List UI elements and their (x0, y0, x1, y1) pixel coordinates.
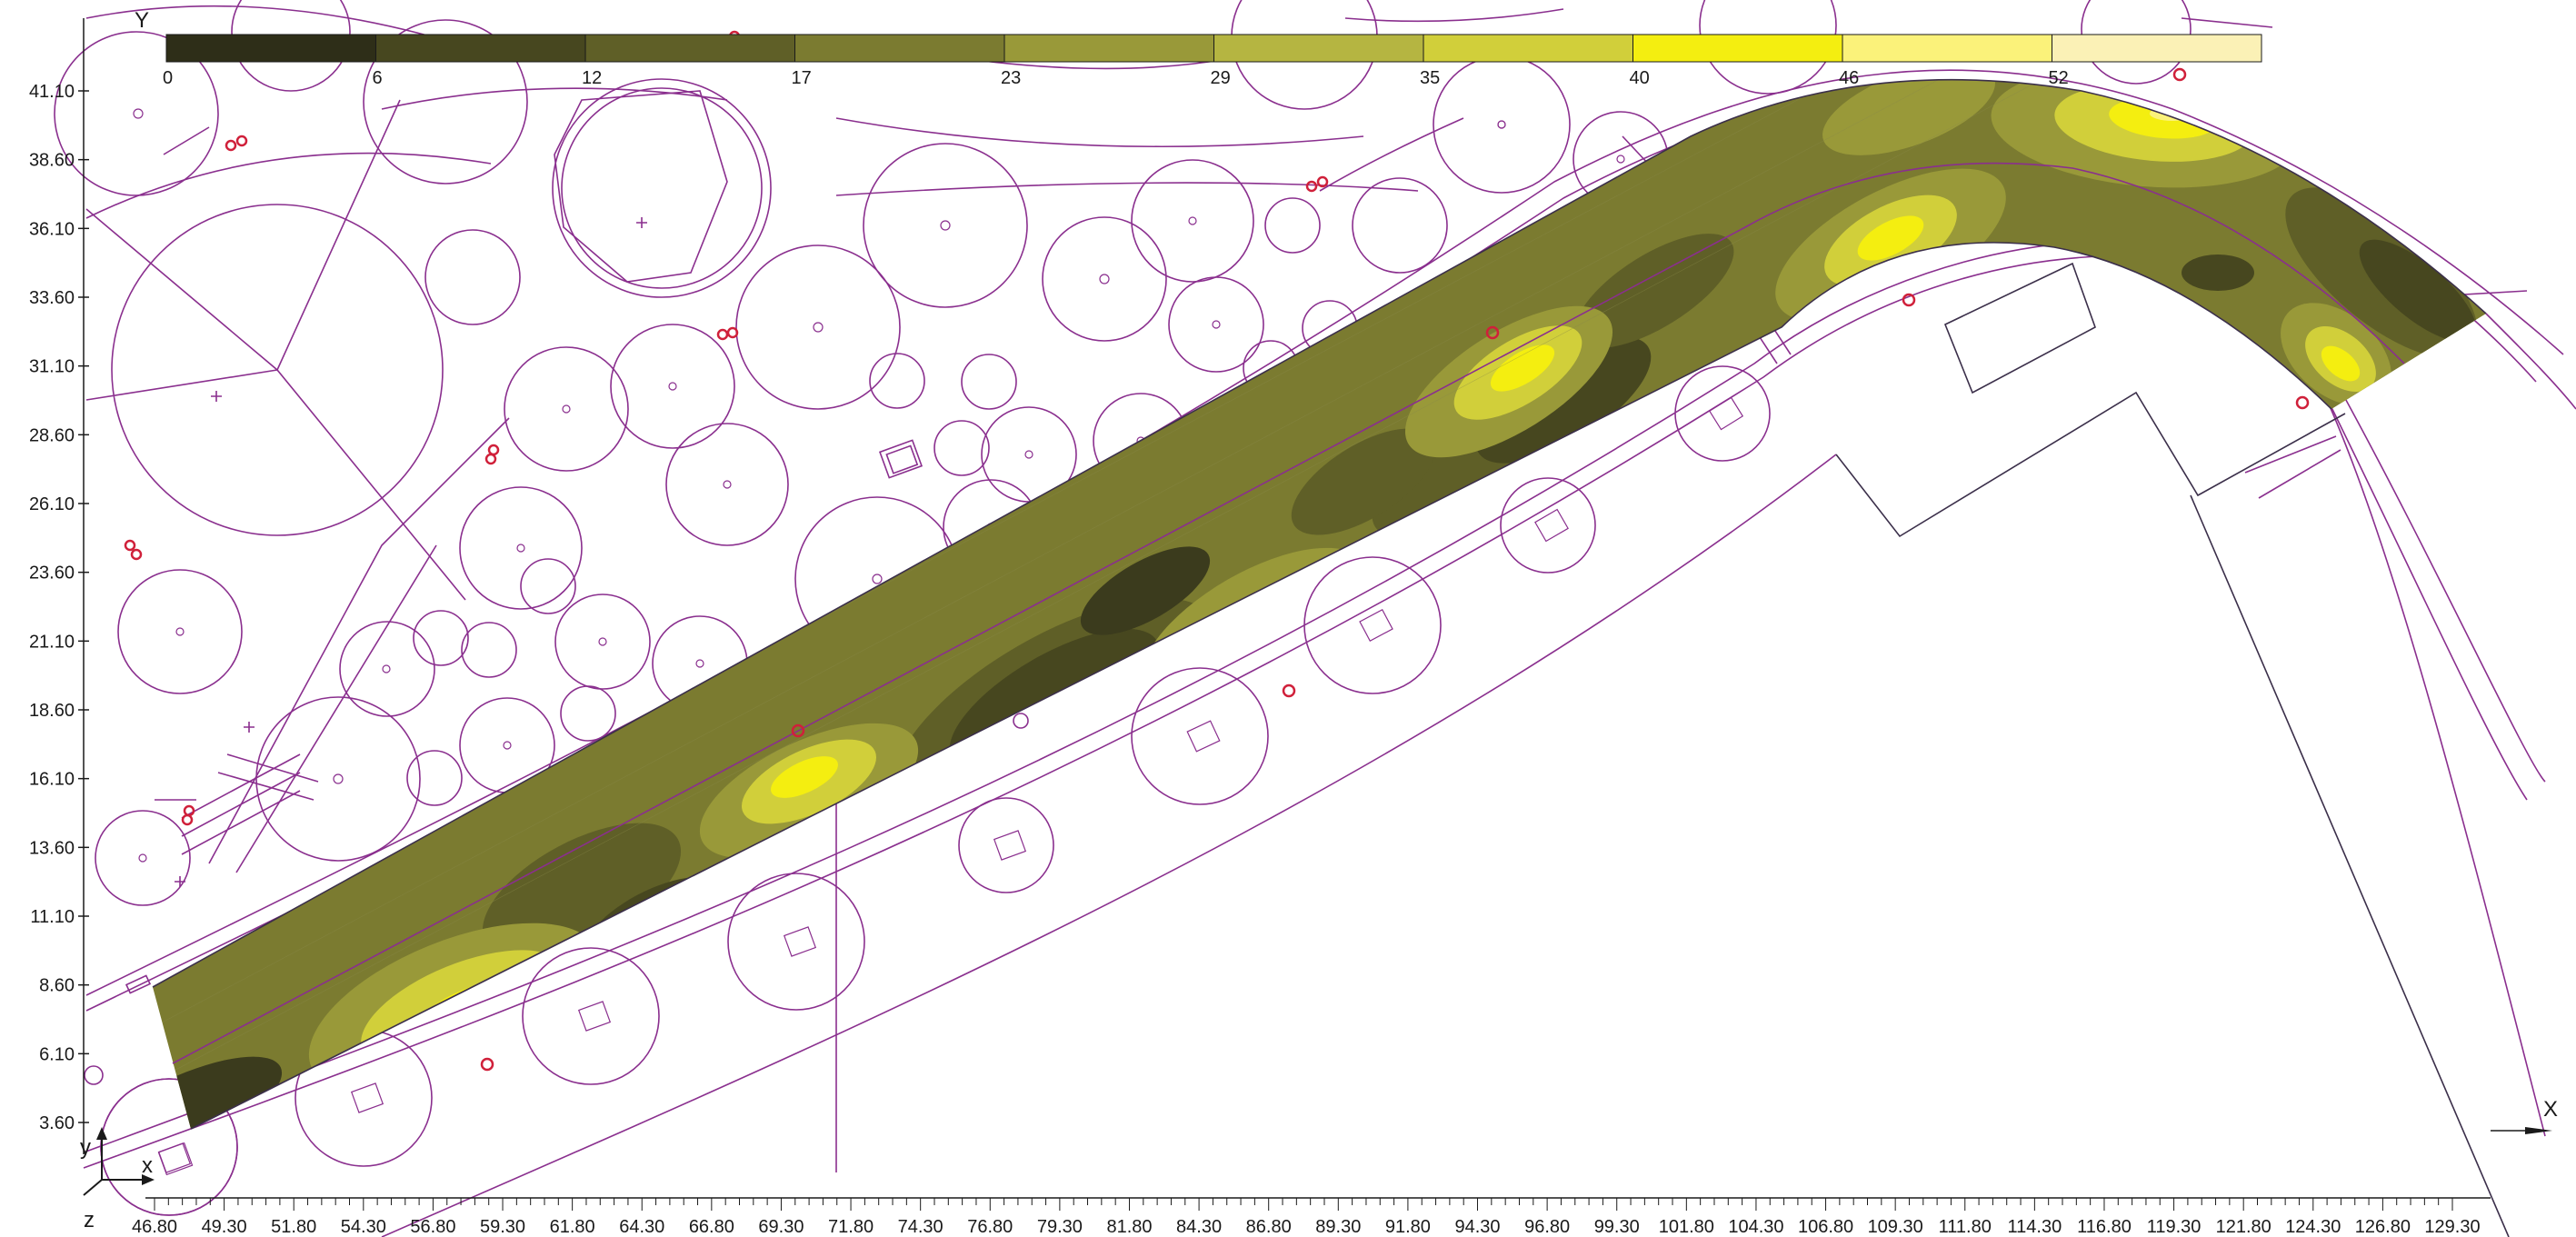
illuminance-contours (153, 79, 2486, 1130)
x-tick-label: 61.80 (550, 1217, 595, 1237)
x-tick-label: 89.30 (1315, 1217, 1361, 1237)
scale-label: 23 (1001, 68, 1021, 88)
scale-label: 6 (373, 68, 383, 88)
y-tick-label: 33.60 (29, 288, 75, 308)
scale-swatch (1003, 34, 1214, 63)
x-tick-label: 54.30 (341, 1217, 386, 1237)
scale-label: 0 (163, 68, 173, 88)
x-tick-label: 121.80 (2216, 1217, 2271, 1237)
scale-label: 12 (582, 68, 602, 88)
y-axis-title: Y (135, 8, 149, 33)
x-tick-label: 59.30 (480, 1217, 525, 1237)
y-tick-label: 38.60 (29, 151, 75, 171)
y-tick-label: 8.60 (39, 976, 75, 996)
trunk-markers (124, 30, 2310, 1072)
scale-label: 29 (1211, 68, 1231, 88)
x-tick-label: 84.30 (1176, 1217, 1222, 1237)
x-tick-label: 99.30 (1594, 1217, 1640, 1237)
scale-swatch (1423, 34, 1633, 63)
y-tick-label: 16.10 (29, 770, 75, 790)
x-tick-label: 46.80 (132, 1217, 177, 1237)
y-axis: Y 41.10 38.60 36.10 33.60 31.10 28.60 26.10 23.… (29, 8, 149, 1154)
x-tick-label: 64.30 (619, 1217, 664, 1237)
x-tick-label: 49.30 (202, 1217, 247, 1237)
x-tick-label: 106.80 (1798, 1217, 1853, 1237)
x-tick-label: 124.30 (2285, 1217, 2341, 1237)
y-tick-label: 41.10 (29, 82, 75, 102)
y-tick-label: 28.60 (29, 425, 75, 445)
scale-label: 17 (792, 68, 812, 88)
y-tick-label: 18.60 (29, 701, 75, 721)
x-tick-label: 69.30 (758, 1217, 804, 1237)
x-axis-title: X (2543, 1097, 2558, 1122)
x-tick-label: 86.80 (1246, 1217, 1292, 1237)
x-axis: 46.80 49.30 51.80 54.30 56.80 59.30 61.80 64.30… (132, 1097, 2558, 1237)
x-tick-label: 101.80 (1659, 1217, 1714, 1237)
x-tick-label: 91.80 (1385, 1217, 1431, 1237)
y-tick-label: 11.10 (30, 907, 75, 927)
scale-swatch (165, 34, 376, 63)
x-tick-label: 116.80 (2077, 1217, 2132, 1237)
x-tick-label: 56.80 (410, 1217, 455, 1237)
y-tick-label: 6.10 (39, 1044, 75, 1064)
x-axis-arrow-icon (2525, 1127, 2552, 1134)
scale-swatch (794, 34, 1005, 63)
x-tick-label: 111.80 (1939, 1217, 1992, 1237)
coordinate-triad-icon: y x z (80, 1127, 155, 1232)
color-scale-legend: 0 6 12 17 23 29 35 40 46 52 (163, 34, 2262, 88)
x-tick-label: 126.80 (2355, 1217, 2411, 1237)
x-tick-label: 71.80 (828, 1217, 874, 1237)
y-tick-label: 36.10 (29, 219, 75, 239)
y-tick-label: 23.60 (29, 564, 75, 584)
x-tick-label: 114.30 (2008, 1217, 2062, 1237)
x-tick-label: 104.30 (1728, 1217, 1783, 1237)
scale-swatch (1842, 34, 2052, 63)
y-tick-label: 26.10 (29, 494, 75, 514)
scale-swatch (2052, 34, 2262, 63)
x-tick-label: 96.80 (1524, 1217, 1570, 1237)
scale-label: 52 (2049, 68, 2069, 88)
x-tick-label: 51.80 (271, 1217, 316, 1237)
triad-x-label: x (142, 1153, 153, 1178)
x-tick-label: 81.80 (1106, 1217, 1152, 1237)
x-tick-label: 76.80 (967, 1217, 1013, 1237)
y-tick-label: 3.60 (39, 1113, 75, 1133)
x-tick-label: 74.30 (898, 1217, 944, 1237)
x-tick-label: 119.30 (2147, 1217, 2202, 1237)
y-tick-label: 31.10 (29, 357, 75, 377)
scale-swatch (375, 34, 586, 63)
x-tick-label: 94.30 (1454, 1217, 1500, 1237)
scale-swatch (1213, 34, 1424, 63)
y-tick-label: 13.60 (29, 838, 75, 858)
y-tick-label: 21.10 (29, 632, 75, 652)
scale-swatch (584, 34, 795, 63)
triad-y-label: y (80, 1135, 91, 1160)
scale-swatch (1632, 34, 1843, 63)
triad-z-label: z (84, 1208, 95, 1232)
scale-label: 40 (1630, 68, 1650, 88)
x-tick-label: 109.30 (1868, 1217, 1923, 1237)
scale-label: 46 (1839, 68, 1859, 88)
tree-centers (133, 108, 1625, 863)
x-tick-label: 129.30 (2424, 1217, 2480, 1237)
scale-label: 35 (1420, 68, 1440, 88)
x-tick-label: 79.30 (1037, 1217, 1083, 1237)
x-tick-label: 66.80 (689, 1217, 734, 1237)
